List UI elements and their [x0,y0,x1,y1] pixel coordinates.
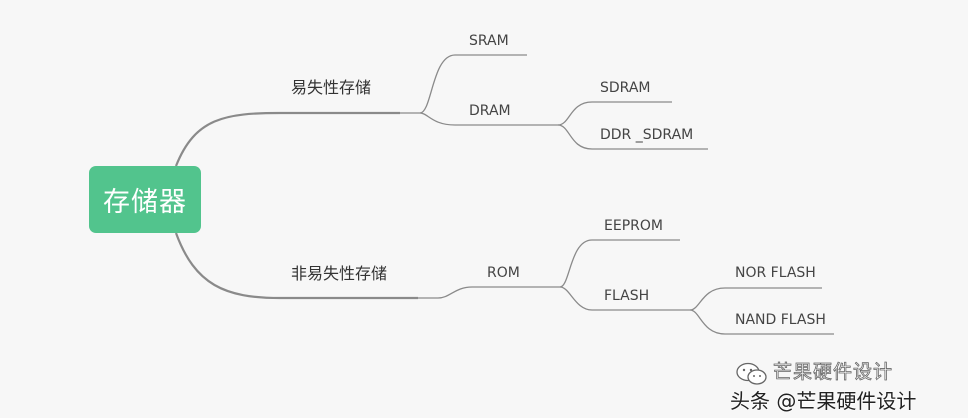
node-sdram[interactable]: SDRAM [600,80,651,96]
node-nor-flash[interactable]: NOR FLASH [735,265,816,281]
node-eeprom[interactable]: EEPROM [604,218,663,234]
watermark-account: 芒果硬件设计 [773,361,894,384]
node-dram[interactable]: DRAM [469,103,511,119]
connector-flash-nand [689,309,834,335]
node-nonvolatile-storage[interactable]: 非易失性存储 [291,264,388,283]
node-rom[interactable]: ROM [487,265,520,281]
connector-root-nonvolatile [174,232,418,300]
root-node-storage[interactable]: 存储器 [89,166,201,233]
node-flash[interactable]: FLASH [604,288,650,304]
node-volatile-storage[interactable]: 易失性存储 [291,78,372,97]
node-ddr-sdram[interactable]: DDR _SDRAM [600,127,694,143]
watermark-credit: 头条 @芒果硬件设计 [730,389,917,413]
connector-root-volatile [174,111,400,167]
connector-nonvolatile-rom [418,286,535,299]
connector-dram-ddr [557,124,708,150]
wechat-icon [736,362,767,385]
connector-dram-sdram [530,101,672,126]
node-nand-flash[interactable]: NAND FLASH [735,312,826,328]
connector-volatile-dram [419,112,530,126]
connector-rom-flash [559,286,665,311]
connector-rom-eeprom [535,239,680,288]
node-sram[interactable]: SRAM [469,33,509,49]
connector-flash-nor [665,287,822,311]
